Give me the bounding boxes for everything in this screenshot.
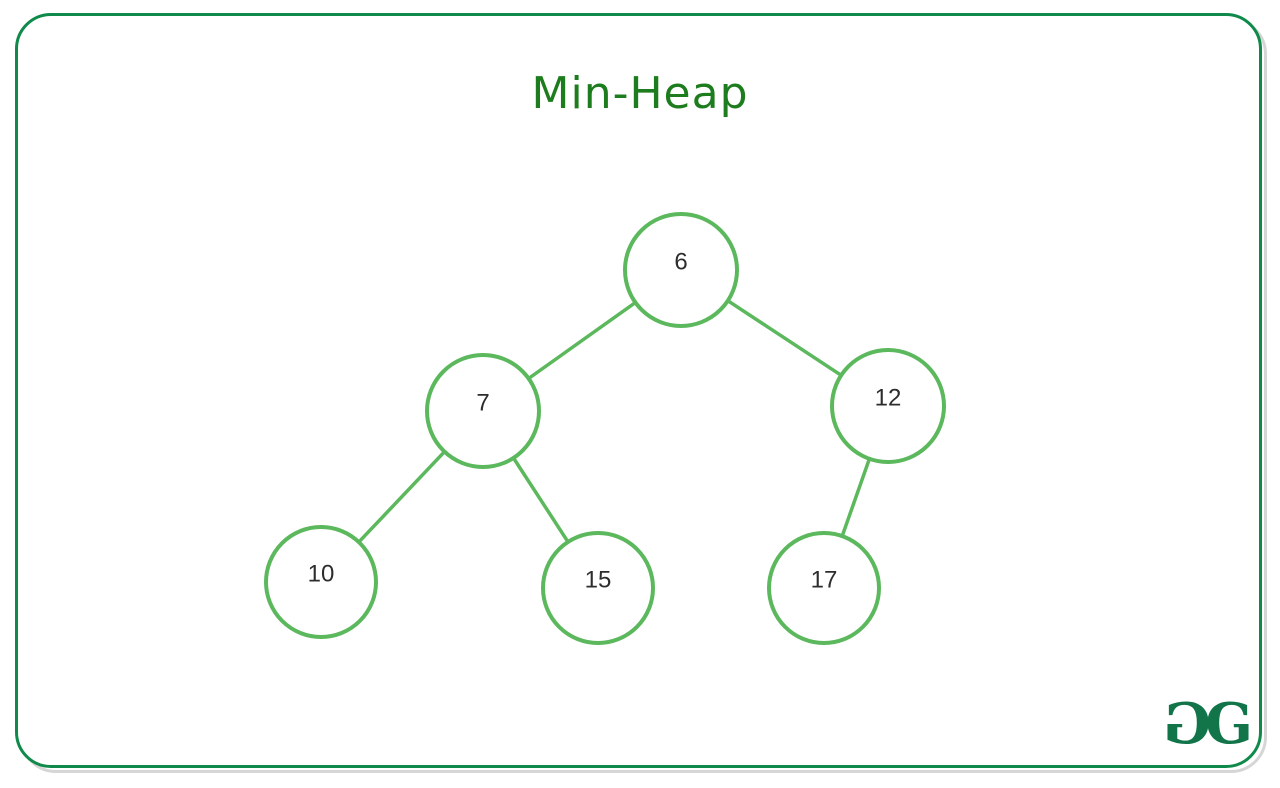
tree-node-circle-6 — [623, 212, 739, 328]
tree-node-6: 6 — [623, 212, 739, 328]
tree-node-7: 7 — [425, 353, 541, 469]
tree-node-label-12: 12 — [875, 385, 902, 412]
page-title: Min-Heap — [531, 68, 749, 119]
tree-node-circle-15 — [541, 531, 655, 645]
tree-edge-7-to-10 — [357, 449, 447, 544]
tree-edge-12-to-17 — [840, 457, 872, 538]
slide-border-frame — [15, 13, 1262, 768]
tree-node-circle-12 — [830, 348, 946, 464]
tree-node-circle-7 — [425, 353, 541, 469]
tree-node-label-6: 6 — [674, 249, 687, 276]
tree-edge-7-to-15 — [511, 456, 570, 544]
tree-node-12: 12 — [830, 348, 946, 464]
tree-node-10: 10 — [264, 525, 378, 639]
tree-node-15: 15 — [541, 531, 655, 645]
logo-g-mirrored-glyph: G — [1163, 691, 1212, 757]
tree-node-label-7: 7 — [476, 390, 489, 417]
tree-node-circle-17 — [767, 531, 881, 645]
tree-node-17: 17 — [767, 531, 881, 645]
tree-edge-6-to-12 — [726, 298, 843, 378]
logo-g-glyph: G — [1205, 691, 1253, 757]
geeksforgeeks-logo: GG — [1163, 691, 1253, 757]
tree-node-label-15: 15 — [585, 567, 612, 594]
tree-node-circle-10 — [264, 525, 378, 639]
tree-node-label-10: 10 — [308, 561, 335, 588]
tree-edge-6-to-7 — [526, 300, 638, 381]
tree-node-label-17: 17 — [811, 567, 838, 594]
